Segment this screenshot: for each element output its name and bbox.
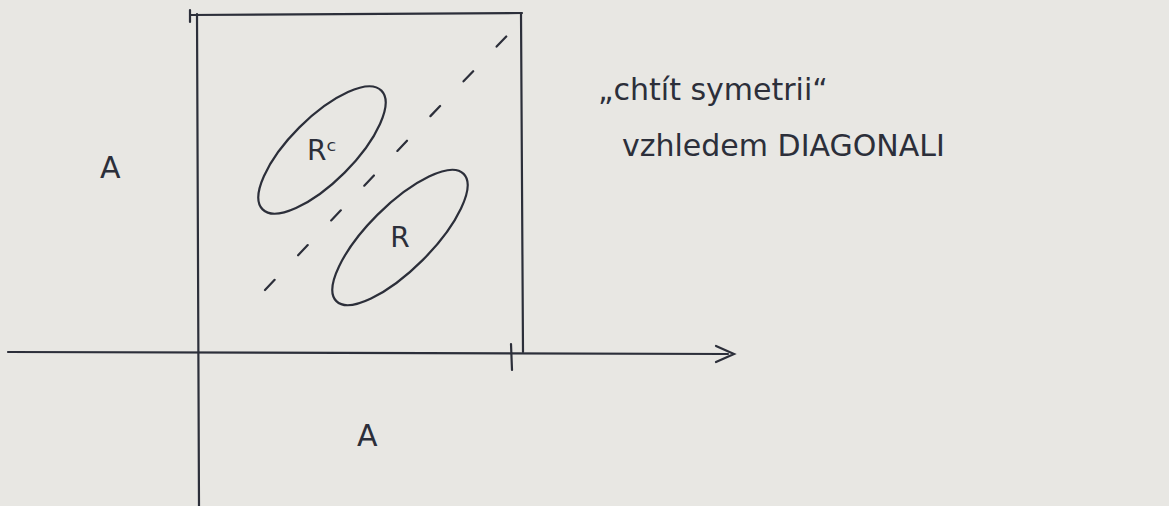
diagonal-dashes <box>265 22 520 290</box>
square-top <box>190 13 522 15</box>
vertical-axis <box>197 14 199 506</box>
set-label: A <box>100 150 121 185</box>
tick-mark <box>511 344 512 370</box>
ellipse-region: R <box>325 160 475 315</box>
square-right <box>521 13 523 352</box>
tick-mark <box>189 10 191 22</box>
region-label: R <box>390 221 409 254</box>
ellipse-shape <box>325 160 475 315</box>
ellipse-shape <box>252 75 392 225</box>
handwritten-note: vzhledem DIAGONALI <box>622 128 945 163</box>
set-label: A <box>357 418 378 453</box>
region-label: Rᶜ <box>307 134 337 167</box>
horizontal-axis <box>8 352 728 354</box>
axis-arrowhead <box>716 346 734 362</box>
handwritten-note: „chtít symetrii“ <box>598 72 828 107</box>
ellipse-region: Rᶜ <box>252 75 392 225</box>
